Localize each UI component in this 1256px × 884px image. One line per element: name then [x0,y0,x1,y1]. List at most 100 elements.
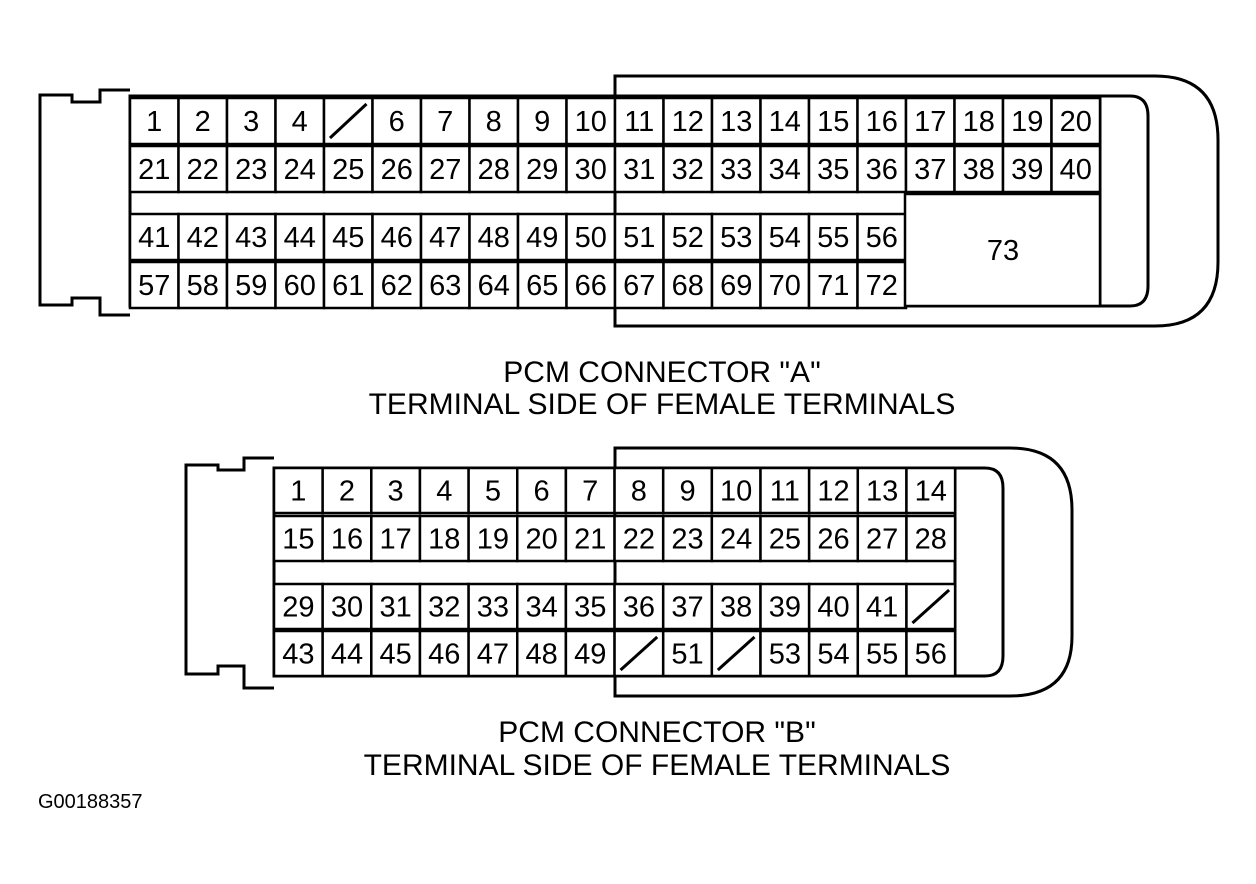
connector-b-pin-cell [418,466,470,515]
connector-a-pin-cell [662,212,714,262]
connector-b-pin-label: 32 [428,592,460,624]
connector-b-pin-label: 20 [525,524,557,556]
connector-a-pin-cell [1001,96,1053,146]
connector-a-pin-label: 64 [478,270,510,302]
connector-a-pin-cell [177,260,229,310]
connector-a-pin-cell [1050,144,1102,194]
connector-a-pin-label: 9 [534,106,550,138]
connector-b-pin-cell [613,582,665,631]
connector-a-pin-label: 48 [478,222,510,254]
connector-b-pin-cell [856,514,908,563]
connector-a-pin-label: 23 [235,154,267,186]
connector-a-pin-cell [177,96,229,146]
connector-b-latch [184,456,274,690]
connector-a-pin-label: 43 [235,222,267,254]
connector-b-pin-label: 35 [574,592,606,624]
connector-b-pin-cell [467,514,519,563]
connector-b-pin-cell [564,629,616,678]
connector-b-unused-pin-slash [716,635,756,672]
connector-b-pin-cell [710,514,762,563]
connector-b-pin-cell [272,629,324,678]
connector-a-unused-pin-slash [328,102,368,140]
connector-b-pin-cell [564,514,616,563]
connector-a-pin-label: 21 [138,154,170,186]
connector-a-pin-label: 49 [526,222,558,254]
connector-a-pin-label: 17 [914,106,946,138]
connector-b-pin-label: 11 [770,476,800,508]
connector-a-pin-label: 39 [1011,154,1043,186]
connector-b-pin-label: 37 [671,592,703,624]
connector-a-pin-73-label: 73 [987,235,1019,267]
connector-a-pin-label: 22 [187,154,219,186]
connector-b-pin-label: 28 [915,524,947,556]
connector-b-pin-label: 34 [525,592,557,624]
connector-b-pin-cell [418,514,470,563]
connector-a-pin-label: 50 [575,222,607,254]
connector-a-pin-cell [759,96,811,146]
connector-b-pin-label: 36 [623,592,655,624]
connector-b-pin-label: 54 [817,639,849,671]
connector-a-pin-cell [468,260,520,310]
connector-a-pin-label: 24 [284,154,316,186]
connector-a-pin-label: 31 [623,154,655,186]
connector-a-pin-label: 14 [769,106,801,138]
connector-b-pin-label: 38 [720,592,752,624]
connector-b-pin-label: 5 [485,476,501,508]
connector-b-pin-label: 4 [436,476,452,508]
connector-a-pin-cell [371,260,423,310]
connector-a-pin-cell [710,96,762,146]
connector-a-pin-cell [565,260,617,310]
connector-b-pin-label: 51 [671,639,703,671]
connector-a-pin-cell [468,144,520,194]
connector-b-pin-label: 46 [428,639,460,671]
connector-b-pin-label: 49 [574,639,606,671]
connector-b-pin-label: 10 [720,476,752,508]
connector-b-pin-label: 45 [379,639,411,671]
connector-a-pin-label: 1 [146,106,162,138]
connector-a-pin-cell [613,96,665,146]
connector-b-pin-label: 3 [388,476,404,508]
connector-a-pin-label: 26 [381,154,413,186]
connector-b-pin-cell [516,466,568,515]
connector-a-pin-cell [662,96,714,146]
connector-a-pin-label: 15 [817,106,849,138]
connector-b-pin-label: 15 [282,524,314,556]
connector-a-pin-label: 13 [720,106,752,138]
connector-b-pin-cell [321,629,373,678]
connector-a-pin-cell [371,212,423,262]
connector-b-pin-label: 40 [817,592,849,624]
connector-a-pin-label: 18 [963,106,995,138]
connector-a-pin-cell [322,260,374,310]
connector-a-pin-label: 37 [914,154,946,186]
connector-a-pin-cell [516,212,568,262]
connector-b-pin-label: 48 [525,639,557,671]
connector-a-pin-label: 33 [720,154,752,186]
connector-b-pin-label: 25 [769,524,801,556]
connector-a-pin-cell [128,144,180,194]
connector-b-pin-label: 53 [769,639,801,671]
connector-a-pin-cell [904,96,956,146]
connector-a-caption-title: PCM CONNECTOR "A" [503,356,820,389]
connector-a-pin-label: 40 [1060,154,1092,186]
connector-a-pin-cell [128,212,180,262]
connector-a-pin-cell [953,96,1005,146]
connector-a-pin-label: 8 [486,106,502,138]
connector-b-pin-label: 56 [915,639,947,671]
connector-b-unused-pin-slash [911,588,951,625]
connector-b-pin-label: 18 [428,524,460,556]
connector-a-pin-label: 27 [429,154,461,186]
connector-a-pin-label: 19 [1011,106,1043,138]
connector-a-pin-label: 34 [769,154,801,186]
connector-a-pin-label: 72 [866,270,898,302]
connector-a-pin-label: 67 [623,270,655,302]
connector-b-pin-cell [807,466,860,515]
connector-b-pin-label: 39 [769,592,801,624]
connector-b-pin-label: 7 [582,476,598,508]
connector-b-caption-title: PCM CONNECTOR "B" [498,716,815,749]
connector-a-pin-cell [516,96,568,146]
connector-a-pin-label: 29 [526,154,558,186]
connector-b-pin-label: 27 [866,524,898,556]
connector-a-pin-label: 41 [138,222,170,254]
